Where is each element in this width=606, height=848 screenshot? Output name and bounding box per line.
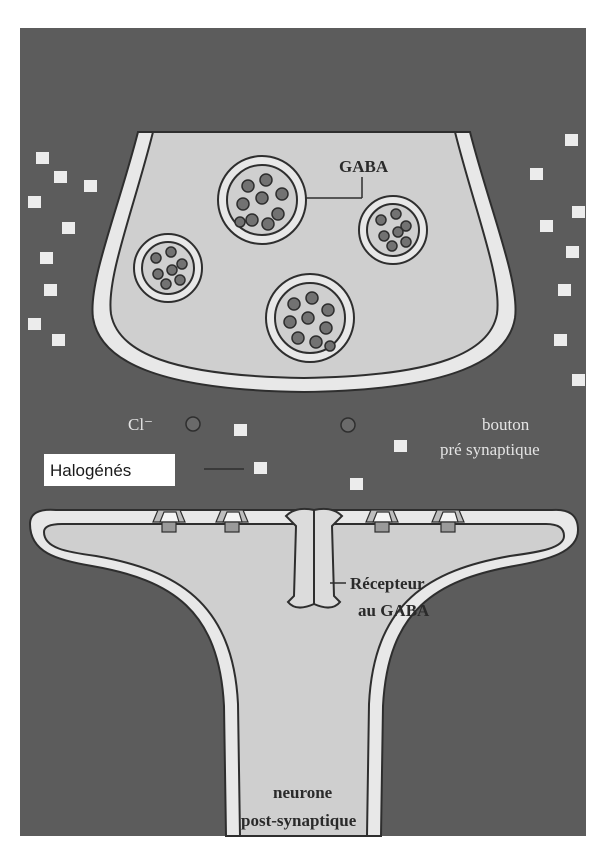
gaba-receptor <box>286 509 342 608</box>
vesicle-right <box>359 196 427 264</box>
label-neurone-line2: post-synaptique <box>241 811 357 830</box>
label-gaba: GABA <box>339 157 389 176</box>
label-recepteur-line2: au GABA <box>358 601 430 620</box>
vesicle-left <box>134 234 202 302</box>
label-bouton-line2: pré synaptique <box>440 440 540 459</box>
label-chloride: Cl⁻ <box>128 415 153 434</box>
label-bouton-line1: bouton <box>482 415 530 434</box>
vesicle-bottom <box>266 274 354 362</box>
label-halogenes: Halogénés <box>50 461 131 480</box>
label-neurone-line1: neurone <box>273 783 333 802</box>
label-recepteur-line1: Récepteur <box>350 574 425 593</box>
vesicle-top <box>218 156 306 244</box>
